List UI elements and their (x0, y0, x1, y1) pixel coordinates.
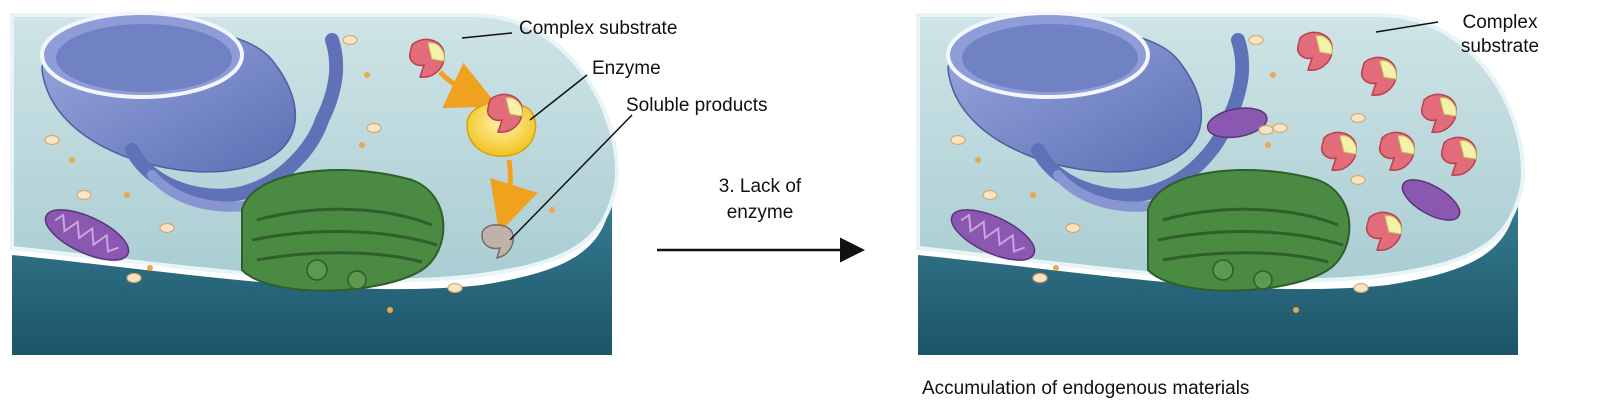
leader-complex-substrate-right (1375, 21, 1439, 33)
transition-label-line1: 3. Lack of (718, 176, 802, 197)
soluble-product-icon (481, 224, 514, 260)
left-cell-panel (12, 13, 633, 355)
label-complex-right-line2: substrate (1460, 36, 1540, 57)
arrow-enzyme-to-product (490, 159, 538, 234)
caption-accumulation: Accumulation of endogenous materials (922, 378, 1250, 399)
transition-label-line2: enzyme (726, 202, 794, 223)
leader-enzyme (529, 74, 588, 121)
label-complex-substrate: Complex substrate (519, 18, 678, 39)
label-enzyme: Enzyme (592, 58, 661, 79)
leader-complex-substrate (461, 32, 513, 39)
leader-soluble-products (509, 114, 633, 241)
right-cell-panel (918, 13, 1523, 355)
enzyme-icon (466, 93, 537, 157)
label-soluble-products: Soluble products (626, 95, 768, 116)
label-complex-right-line1: Complex (1462, 12, 1538, 33)
arrow-substrate-to-enzyme (438, 62, 499, 109)
